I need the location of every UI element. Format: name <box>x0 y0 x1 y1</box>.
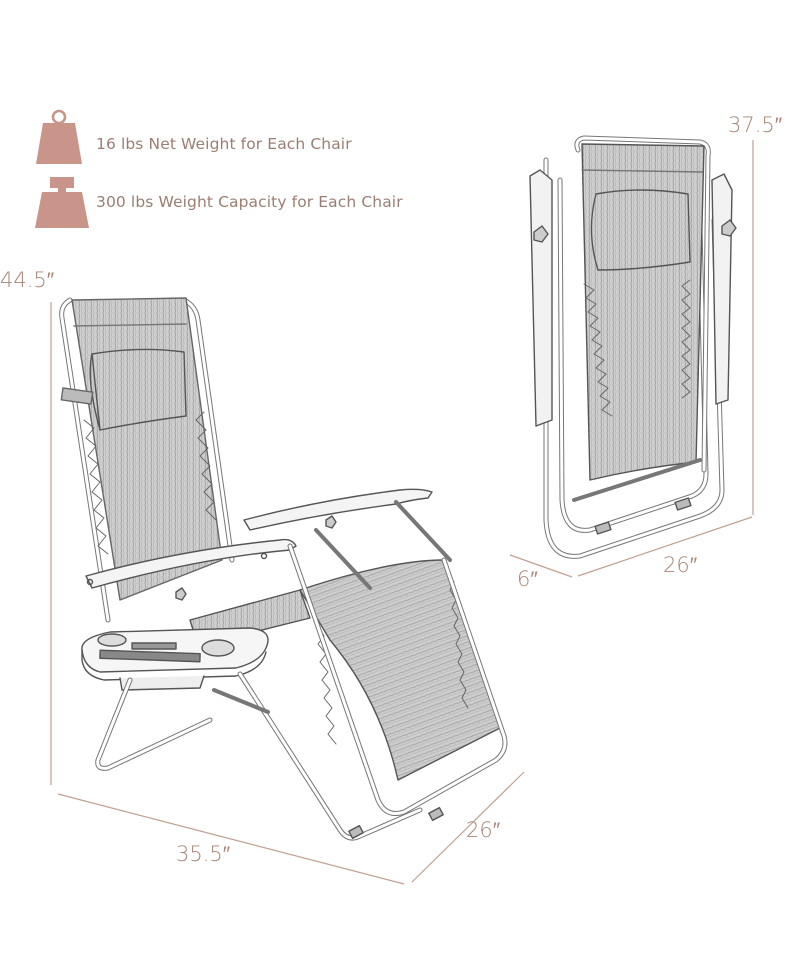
folded-width-label: 26″ <box>663 553 698 577</box>
kettlebell-weight-icon <box>36 109 82 164</box>
unfolded-length-label: 35.5″ <box>176 842 231 866</box>
folded-depth-label: 6″ <box>517 567 538 591</box>
dimension-lines-unfolded <box>50 302 525 885</box>
spec-net-weight-text: 16 lbs Net Weight for Each Chair <box>96 135 352 153</box>
unfolded-chair <box>59 297 508 841</box>
dimension-lines-folded <box>509 140 754 578</box>
capacity-weight-icon <box>35 177 89 228</box>
cup-holder-tray <box>81 627 269 691</box>
folded-chair <box>529 135 737 559</box>
unfolded-height-label: 44.5″ <box>0 268 55 292</box>
unfolded-width-label: 26″ <box>466 818 501 842</box>
folded-height-label: 37.5″ <box>728 113 783 137</box>
spec-weight-capacity-text: 300 lbs Weight Capacity for Each Chair <box>96 193 403 211</box>
